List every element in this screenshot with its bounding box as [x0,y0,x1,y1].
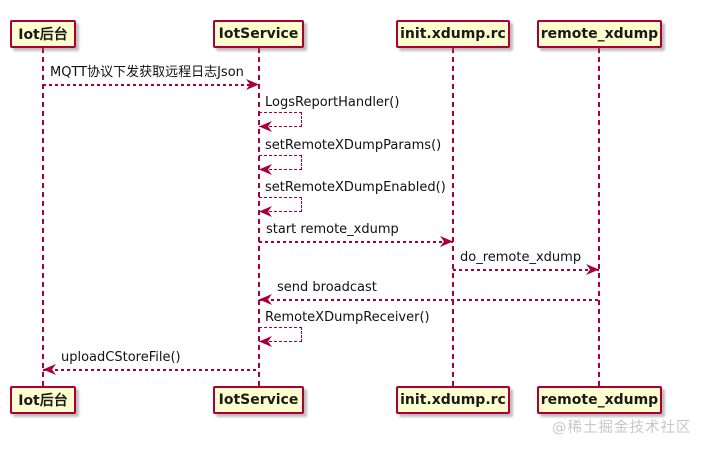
message-line-4 [259,241,453,243]
watermark: @稀土掘金技术社区 [552,420,692,436]
message-label-1: LogsReportHandler() [265,95,400,110]
arrow-head-icon-4 [440,236,453,247]
participant-box-init-xdump-rc-top: init.xdump.rc [396,20,510,48]
participant-box-iot-service-top: IotService [213,20,304,48]
message-label-5: do_remote_xdump [460,250,582,265]
participant-box-remote-xdump-top: remote_xdump [537,20,662,48]
self-message-loop-7 [259,327,302,342]
lifeline-init-xdump-rc [452,48,454,386]
message-line-5 [453,269,599,271]
arrow-head-icon-3 [259,206,272,217]
participant-box-remote-xdump-bottom: remote_xdump [537,386,662,414]
participant-box-init-xdump-rc-bottom: init.xdump.rc [396,386,510,414]
message-label-8: uploadCStoreFile() [61,350,181,365]
arrow-head-icon-8 [43,364,56,375]
participant-box-iot-backend-bottom: Iot后台 [10,386,76,414]
message-label-7: RemoteXDumpReceiver() [265,310,430,325]
participant-box-iot-service-bottom: IotService [213,386,304,414]
message-line-0 [43,84,259,86]
arrow-head-icon-1 [259,121,272,132]
arrow-head-icon-0 [246,79,259,90]
self-message-loop-1 [259,112,302,127]
lifeline-iot-service [258,48,260,386]
message-label-0: MQTT协议下发获取远程日志Json [50,65,244,80]
message-line-8 [43,369,259,371]
message-label-6: send broadcast [277,280,377,295]
arrow-head-icon-2 [259,164,272,175]
lifeline-iot-backend [42,48,44,386]
message-label-2: setRemoteXDumpParams() [265,138,442,153]
message-label-4: start remote_xdump [266,222,399,237]
self-message-loop-3 [259,197,302,212]
arrow-head-icon-7 [259,336,272,347]
message-label-3: setRemoteXDumpEnabled() [265,180,446,195]
arrow-head-icon-5 [586,264,599,275]
self-message-loop-2 [259,155,302,170]
arrow-head-icon-6 [259,294,272,305]
message-line-6 [259,299,599,301]
lifeline-remote-xdump [598,48,600,386]
participant-box-iot-backend-top: Iot后台 [10,20,76,48]
